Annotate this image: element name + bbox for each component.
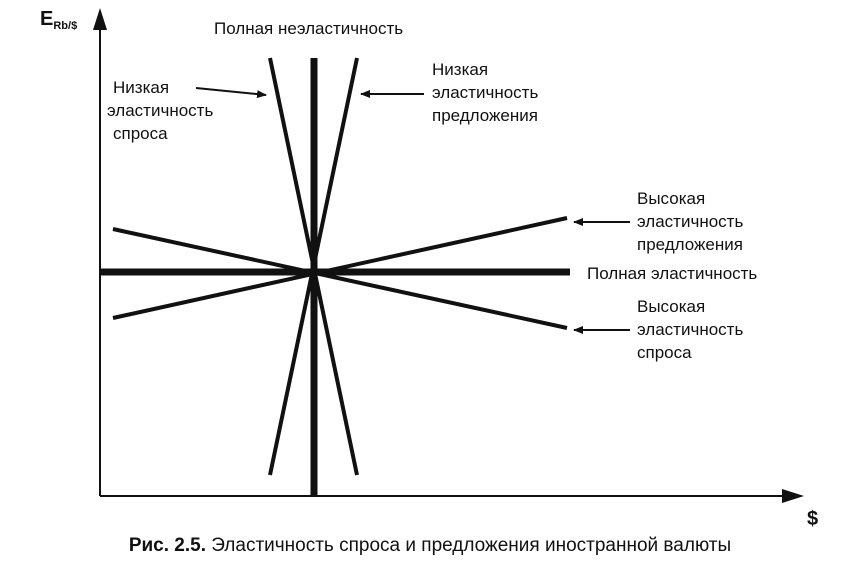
- low-elasticity-supply-line: [268, 57, 359, 476]
- high-elasticity-supply-line: [112, 216, 568, 320]
- figure-caption: Рис. 2.5. Эластичность спроса и предложе…: [128, 535, 732, 556]
- high-elasticity-demand-line: [112, 227, 568, 330]
- x-axis-label: $: [807, 508, 819, 530]
- y-axis-arrow-icon: [93, 8, 107, 30]
- label-perfect-elasticity: Полная эластичность: [587, 264, 758, 283]
- label-perfect-inelasticity: Полная неэластичность: [214, 19, 404, 38]
- y-axis-label: ERb/$: [40, 8, 78, 32]
- pointer-arrow-low-demand: [195, 87, 267, 99]
- x-axis-arrow-icon: [782, 489, 804, 503]
